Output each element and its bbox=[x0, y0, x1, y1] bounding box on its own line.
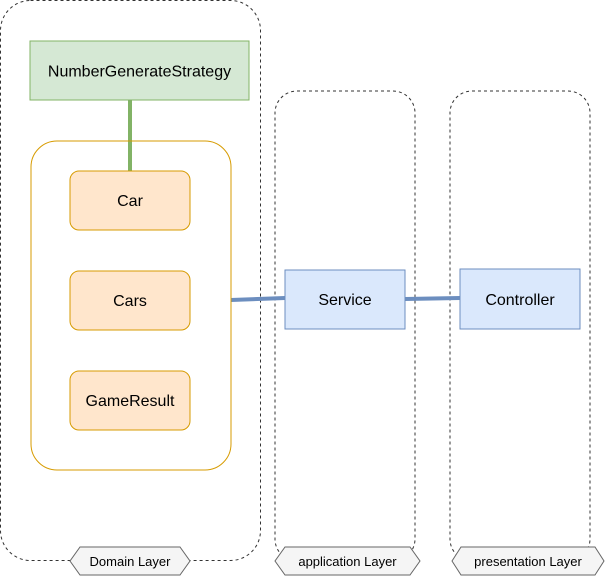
application-layer-tag bbox=[274, 546, 421, 576]
car-box bbox=[69, 170, 191, 231]
presentation-layer-tag bbox=[451, 546, 605, 576]
edge-domain-group-to-service bbox=[230, 296, 286, 302]
presentation-layer-tag-label: presentation Layer bbox=[474, 554, 582, 569]
domain-entity-group bbox=[30, 140, 232, 471]
application-layer-tag-label: application Layer bbox=[298, 554, 397, 569]
domain-layer-tag bbox=[69, 546, 191, 576]
domain-layer-tag-label: Domain Layer bbox=[90, 554, 172, 569]
game-result-label: GameResult bbox=[86, 393, 175, 410]
controller-label: Controller bbox=[485, 292, 555, 309]
cars-label: Cars bbox=[113, 293, 147, 310]
controller-box bbox=[459, 268, 581, 330]
service-box bbox=[284, 269, 406, 330]
cars-box bbox=[69, 270, 191, 331]
number-generate-strategy-label: NumberGenerateStrategy bbox=[48, 64, 231, 81]
number-generate-strategy-box bbox=[29, 40, 250, 101]
car-label: Car bbox=[117, 193, 143, 210]
game-result-box bbox=[69, 370, 191, 431]
service-label: Service bbox=[318, 292, 371, 309]
edge-service-to-controller bbox=[404, 296, 461, 301]
